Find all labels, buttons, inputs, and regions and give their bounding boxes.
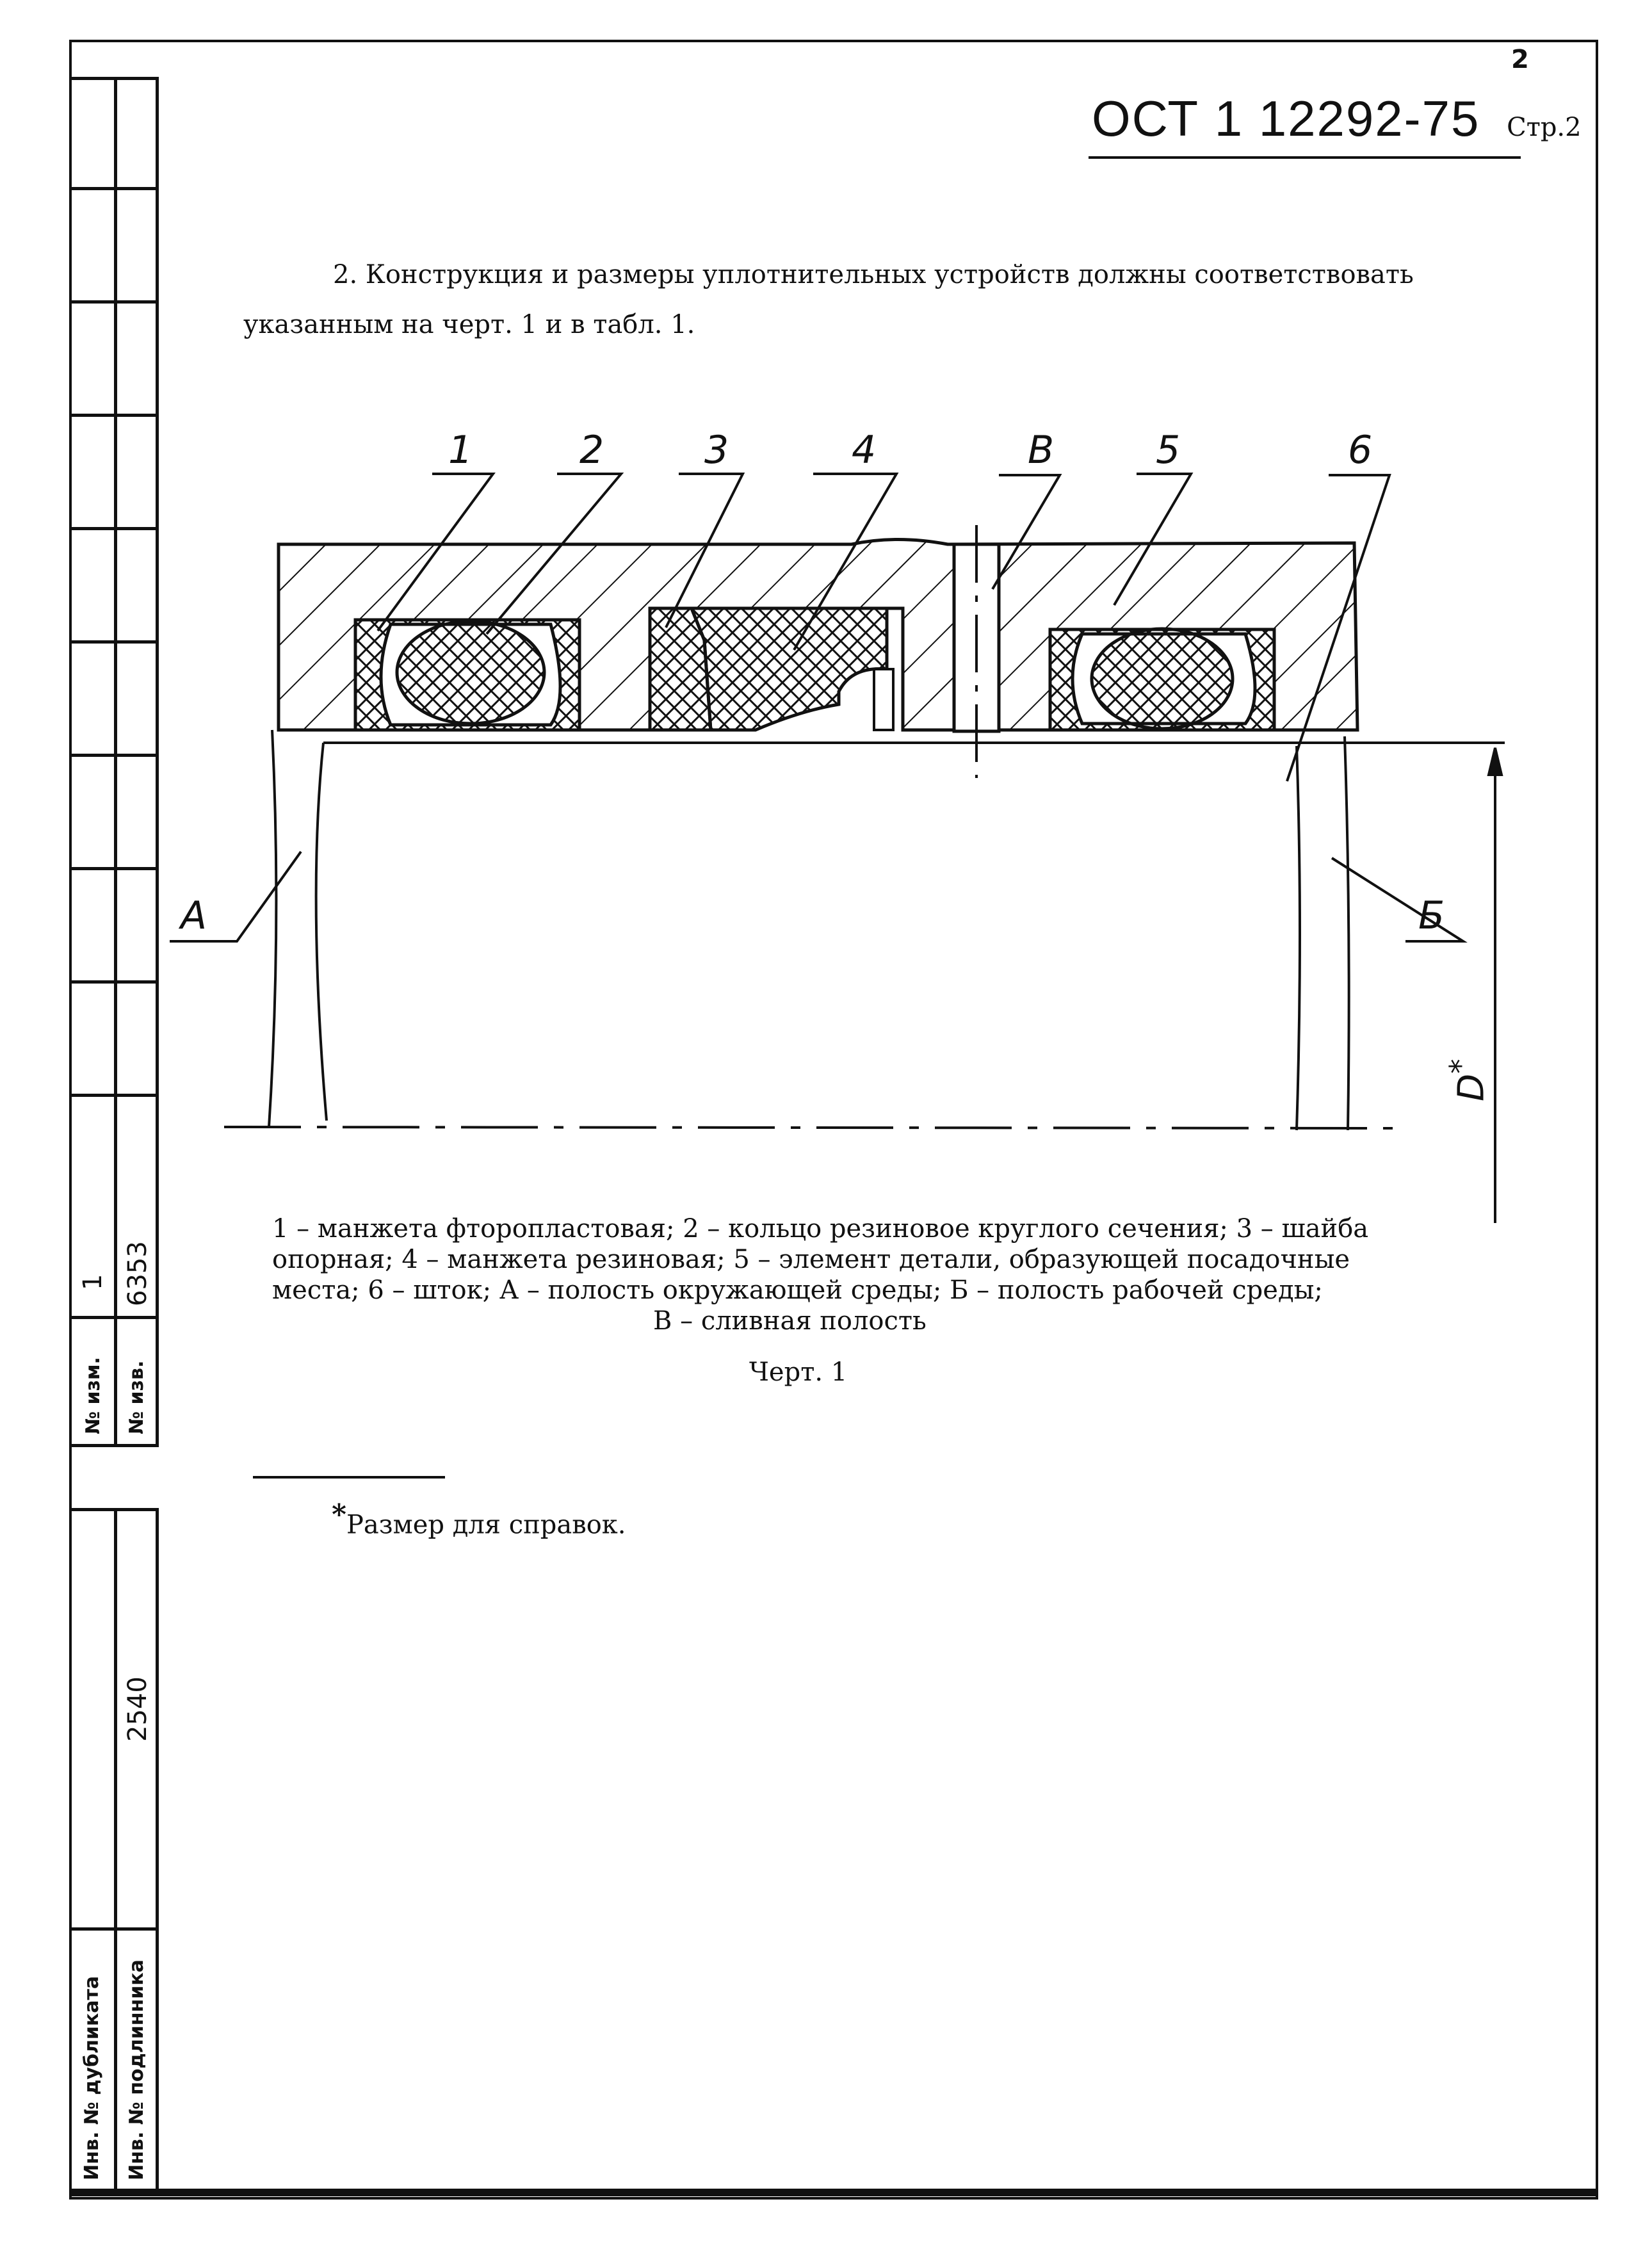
page-number: 2 (1565, 113, 1582, 142)
dimension-label: D* (1444, 1059, 1493, 1101)
paragraph-line-1: 2. Конструкция и размеры уплотнительных … (333, 260, 1414, 289)
o-ring-left (395, 619, 546, 725)
callout-3: 3 (704, 428, 729, 473)
leader-lines (170, 473, 1468, 943)
change-number: 1 (78, 1274, 108, 1290)
legend-line-1: 1 – манжета фторопластовая; 2 – кольцо р… (272, 1214, 1369, 1244)
subscriber-number: 2540 (123, 1676, 152, 1742)
footnote-text: Размер для справок. (346, 1510, 626, 1540)
rod-shaft (223, 729, 1505, 1131)
callout-v: В (1028, 428, 1055, 473)
footnote-rule (253, 1476, 445, 1479)
side-stamp-divider-lower (114, 1508, 117, 2193)
corner-page-number: 2 (1511, 45, 1529, 74)
cuff-lip (873, 668, 895, 731)
seal-drawing (170, 473, 1505, 1223)
dimension-d (1487, 747, 1503, 1223)
legend-line-4: В – сливная полость (653, 1306, 927, 1336)
rubber-cuff (689, 606, 889, 732)
page-frame-bottom (69, 2189, 1598, 2196)
dimension-asterisk: * (1444, 1058, 1478, 1074)
callout-5: 5 (1156, 428, 1181, 473)
label-b: Б (1418, 893, 1445, 938)
figure-caption: Черт. 1 (749, 1357, 848, 1387)
label-duplicate-inventory: Инв. № дубликата (81, 1975, 103, 2180)
header-underline (1089, 156, 1521, 159)
o-ring-right (1090, 627, 1235, 731)
document-code-text: ОСТ 1 12292-75 (1092, 90, 1480, 147)
dimension-letter: D (1450, 1073, 1493, 1101)
footnote: *Размер для справок. (332, 1498, 626, 1539)
label-a: А (181, 893, 207, 938)
side-stamp-row-bottom (69, 1316, 159, 1319)
side-stamp-lower-row (69, 1927, 159, 1931)
callout-1: 1 (448, 428, 473, 473)
page-label: Стр. (1507, 113, 1566, 142)
footnote-mark: * (332, 1498, 347, 1531)
label-notice-number: № изв. (126, 1360, 148, 1434)
callout-2: 2 (579, 428, 604, 473)
legend-line-3: места; 6 – шток; А – полость окружающей … (272, 1276, 1323, 1305)
label-change-number: № изм. (82, 1357, 104, 1434)
side-stamp-rows (69, 77, 159, 1165)
paragraph-line-2: указанным на черт. 1 и в табл. 1. (243, 310, 695, 339)
legend-line-2: опорная; 4 – манжета резиновая; 5 – элем… (272, 1245, 1350, 1274)
document-code: ОСТ 1 12292-75 Стр.2 (1092, 90, 1582, 148)
notice-number: 6353 (123, 1241, 152, 1306)
legend: 1 – манжета фторопластовая; 2 – кольцо р… (272, 1213, 1489, 1336)
callout-6: 6 (1348, 428, 1373, 473)
label-original-inventory: Инв. № подлинника (126, 1959, 148, 2180)
callout-4: 4 (852, 428, 877, 473)
paragraph: 2. Конструкция и размеры уплотнительных … (243, 250, 1524, 350)
